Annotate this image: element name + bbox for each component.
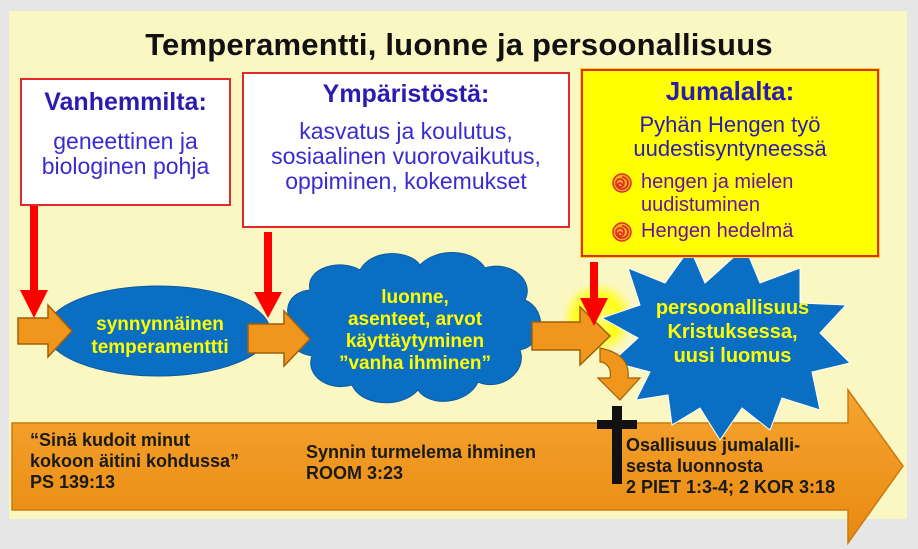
cloud-label-line: käyttäytyminen xyxy=(345,331,485,352)
cross-icon xyxy=(597,406,637,484)
curved-arrow-to-cross xyxy=(596,347,642,401)
box-god-bullets: hengen ja mielen uudistuminen Hengen hed… xyxy=(611,171,871,246)
red-arrow-parents xyxy=(20,206,48,318)
cloud-label-line: ”vanha ihminen” xyxy=(338,353,492,374)
red-arrow-god xyxy=(580,262,608,326)
bullet-text: Hengen hedelmä xyxy=(641,220,794,242)
quote-reference: PS 139:13 xyxy=(30,472,116,492)
star-label-line: Kristuksessa, xyxy=(667,321,798,343)
arrow-into-oval xyxy=(17,303,74,359)
box-environment-body: kasvatus ja koulutus, sosiaalinen vuorov… xyxy=(244,119,568,194)
box-parents-heading: Vanhemmilta: xyxy=(44,88,207,116)
quote-line: “Sinä kudoit minut xyxy=(30,430,190,450)
box-environment: Ympäristöstä: kasvatus ja koulutus, sosi… xyxy=(242,72,570,228)
list-item: Hengen hedelmä xyxy=(611,220,871,243)
right-reference: 2 PIET 1:3-4; 2 KOR 3:18 xyxy=(626,477,836,497)
star-label-line: uusi luomus xyxy=(673,345,792,367)
oval-label: synnynnäinen temperamenttti xyxy=(70,313,250,359)
arrow-oval-to-cloud xyxy=(247,309,312,368)
box-parents-body: geneettinen ja biologinen pohja xyxy=(22,129,229,179)
middle-reference: ROOM 3:23 xyxy=(306,463,404,483)
list-item: hengen ja mielen uudistuminen xyxy=(611,171,871,217)
box-god-body: Pyhän Hengen työ uudestisyntyneessä xyxy=(583,113,877,161)
box-god-heading: Jumalalta: xyxy=(665,76,795,106)
right-line: sesta luonnosta xyxy=(626,456,764,476)
cloud-label: luonne, asenteet, arvot käyttäytyminen ”… xyxy=(315,287,515,375)
star-label: persoonallisuus Kristuksessa, uusi luomu… xyxy=(640,296,825,368)
cloud-label-line: asenteet, arvot xyxy=(347,309,483,330)
right-line: Osallisuus jumalalli- xyxy=(626,435,801,455)
spiral-icon xyxy=(612,173,632,193)
oval-label-line: temperamenttti xyxy=(91,337,229,358)
box-environment-line: sosiaalinen vuorovaikutus, xyxy=(271,143,541,169)
box-parents: Vanhemmilta: geneettinen ja biologinen p… xyxy=(20,78,231,206)
bottom-middle: Synnin turmelema ihminen ROOM 3:23 xyxy=(306,442,606,484)
page-title: Temperamentti, luonne ja persoonallisuus xyxy=(145,27,773,62)
box-parents-line: geneettinen ja xyxy=(53,128,198,154)
cloud-label-line: luonne, xyxy=(381,287,449,308)
middle-line: Synnin turmelema ihminen xyxy=(306,442,537,462)
quote-line: kokoon äitini kohdussa” xyxy=(30,451,240,471)
oval-label-line: synnynnäinen xyxy=(96,314,224,335)
arrow-cloud-to-star xyxy=(531,305,612,367)
bottom-right: Osallisuus jumalalli- sesta luonnosta 2 … xyxy=(626,435,856,498)
big-timeline-arrow xyxy=(11,387,904,546)
box-environment-line: kasvatus ja koulutus, xyxy=(299,118,513,144)
box-parents-line: biologinen pohja xyxy=(41,153,210,179)
bottom-quote: “Sinä kudoit minut kokoon äitini kohduss… xyxy=(30,430,290,493)
box-god: Jumalalta: Pyhän Hengen työ uudestisynty… xyxy=(581,69,879,257)
box-environment-heading: Ympäristöstä: xyxy=(322,80,490,108)
box-god-line: Pyhän Hengen työ xyxy=(639,112,821,137)
box-god-line: uudestisyntyneessä xyxy=(633,136,827,161)
star-label-line: persoonallisuus xyxy=(655,297,810,319)
spiral-icon xyxy=(612,222,632,242)
red-arrow-environment xyxy=(254,232,282,318)
bullet-text: hengen ja mielen uudistuminen xyxy=(641,171,794,216)
box-environment-line: oppiminen, kokemukset xyxy=(285,168,527,194)
